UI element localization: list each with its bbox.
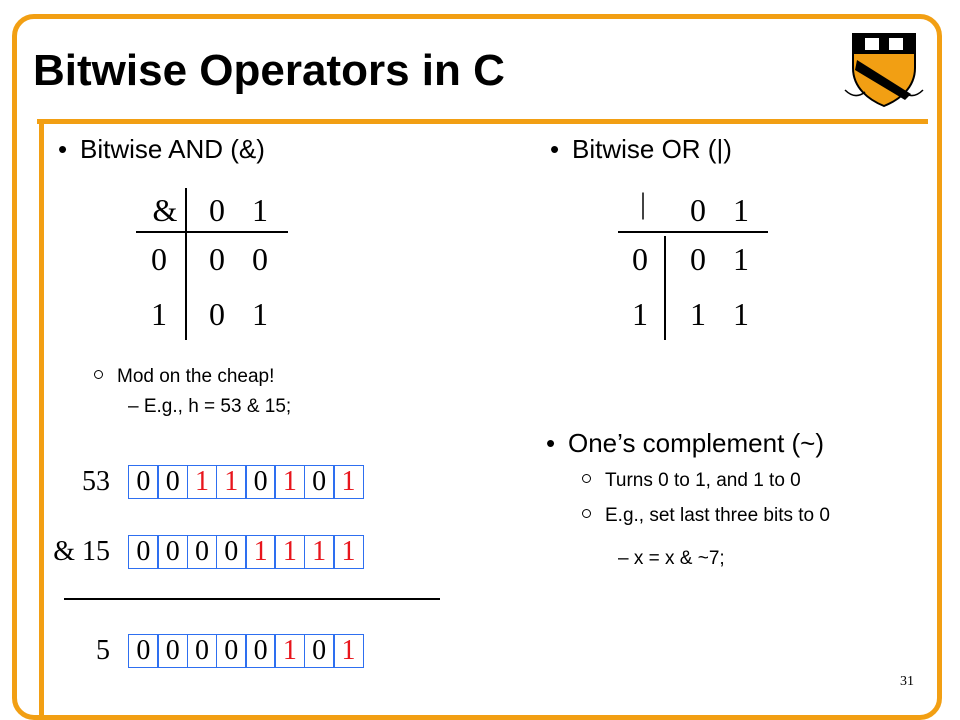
and-table-cell: 0: [209, 296, 225, 332]
bit-cell: 1: [245, 535, 276, 569]
bit-row-label: 5: [96, 635, 110, 666]
and-table-col-header: 1: [252, 192, 268, 228]
page-number: 31: [900, 674, 914, 689]
bit-cell: 1: [303, 535, 335, 569]
or-table-row-label: 1: [632, 296, 648, 332]
or-table-cell: 1: [690, 296, 706, 332]
or-table-col-header: 1: [733, 192, 749, 228]
and-table-row-label: 1: [151, 296, 167, 332]
and-table-cell: 0: [209, 241, 225, 277]
bit-cell: 0: [303, 634, 335, 668]
slide-title: Bitwise Operators in C: [33, 46, 505, 95]
bit-cell: 0: [245, 465, 276, 499]
complement-example: – x = x & ~7;: [618, 548, 725, 569]
bit-row-label: & 15: [53, 536, 110, 567]
bit-cell: 0: [128, 634, 159, 668]
bit-cell: 1: [274, 634, 306, 668]
bit-cell: 0: [157, 634, 189, 668]
slide-frame: [12, 14, 942, 720]
complement-sub-bullet: Turns 0 to 1, and 1 to 0: [582, 470, 801, 492]
and-sub-bullet: Mod on the cheap!: [94, 366, 274, 388]
and-heading: •Bitwise AND (&): [58, 134, 265, 164]
or-table-col-header: 0: [690, 192, 706, 228]
bit-cell: 0: [215, 535, 247, 569]
bit-cell: 0: [215, 634, 247, 668]
or-table-cell: 0: [690, 241, 706, 277]
or-table-operator: |: [639, 187, 646, 220]
title-divider: [37, 119, 928, 124]
complement-sub-bullet: E.g., set last three bits to 0: [582, 505, 830, 527]
bit-cell: 1: [274, 465, 306, 499]
bit-cell: 1: [274, 535, 306, 569]
and-example: – E.g., h = 53 & 15;: [128, 396, 292, 417]
bit-cell: 0: [128, 465, 159, 499]
bit-cell: 0: [128, 535, 159, 569]
and-table-cell: 1: [252, 296, 268, 332]
bit-cell: 1: [333, 465, 364, 499]
or-table-cell: 1: [733, 241, 749, 277]
bit-cell: 0: [186, 634, 218, 668]
left-accent-bar: [39, 122, 44, 720]
bit-cell: 1: [215, 465, 247, 499]
and-table-operator: &: [152, 192, 178, 228]
and-table-hline: [136, 231, 288, 233]
bit-cell: 0: [186, 535, 218, 569]
or-heading: •Bitwise OR (|): [550, 134, 732, 164]
bit-cell: 0: [303, 465, 335, 499]
princeton-shield-icon: [844, 33, 924, 108]
or-table-row-label: 0: [632, 241, 648, 277]
sum-divider: [64, 598, 440, 600]
and-table-col-header: 0: [209, 192, 225, 228]
and-table-cell: 0: [252, 241, 268, 277]
bit-cell: 0: [245, 634, 276, 668]
bit-cell: 1: [333, 634, 364, 668]
and-table-row-label: 0: [151, 241, 167, 277]
or-table-hline: [618, 231, 768, 233]
bit-cell: 1: [186, 465, 218, 499]
complement-heading: •One’s complement (~): [546, 428, 825, 458]
bit-cell: 0: [157, 465, 189, 499]
bit-cell: 0: [157, 535, 189, 569]
or-table-vline: [664, 236, 666, 340]
and-table-vline: [185, 188, 187, 340]
bit-cell: 1: [333, 535, 364, 569]
or-table-cell: 1: [733, 296, 749, 332]
bit-row-label: 53: [82, 466, 110, 497]
